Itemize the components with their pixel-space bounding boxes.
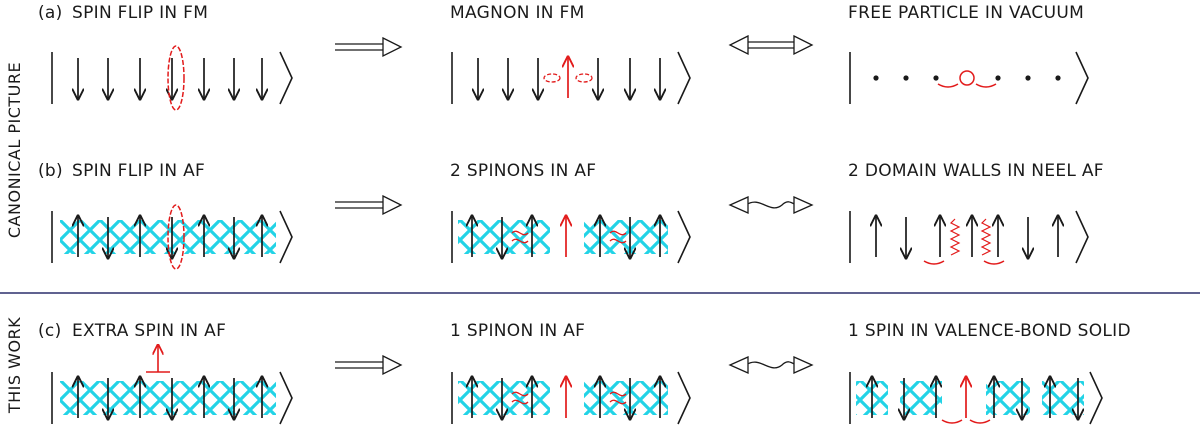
row-a-tag: (a)	[38, 3, 63, 23]
b-mid-bond-right	[584, 220, 668, 254]
row-b-middle-label: 2 SPINONS IN AF	[450, 161, 596, 181]
b-arrow-2-head-right	[793, 195, 814, 215]
row-c-middle-label: 1 SPINON IN AF	[450, 321, 585, 341]
a-mid-spread-right	[575, 73, 593, 83]
c-mid-spinon-right	[609, 391, 627, 405]
a-arrow-1-head	[382, 36, 403, 58]
c-right-ket-angle	[1089, 371, 1103, 425]
a-left-flip-loop	[167, 45, 185, 111]
a-right-dot-2	[933, 75, 939, 81]
b-arrow-2-shaft	[745, 201, 797, 209]
a-mid-spread-left	[543, 73, 561, 83]
a-right-dot-1	[903, 75, 909, 81]
b-mid-ket-angle	[677, 210, 691, 264]
b-arrow-2-head-left	[728, 195, 749, 215]
row-a-middle-label: MAGNON IN FM	[450, 3, 585, 23]
b-left-ket-angle	[279, 210, 293, 264]
c-right-bond-2	[986, 381, 1030, 415]
c-arrow-2-head-right	[793, 355, 814, 375]
c-mid-ket-angle	[677, 371, 691, 425]
side-label-canonical: CANONICAL PICTURE	[5, 62, 24, 238]
a-right-ket-angle	[1075, 51, 1089, 105]
a-right-particle	[959, 70, 975, 86]
c-arrow-2-head-left	[728, 355, 749, 375]
b-arrow-1-head	[382, 194, 403, 216]
c-right-trail-left	[941, 419, 963, 424]
c-left-ket-angle	[279, 371, 293, 425]
a-right-trail-left	[937, 83, 959, 88]
row-a-left-label: SPIN FLIP IN FM	[72, 3, 208, 23]
b-arrow-1-shaft	[335, 201, 387, 209]
a-mid-ket-angle	[677, 51, 691, 105]
row-a-right-label: FREE PARTICLE IN VACUUM	[848, 3, 1084, 23]
row-b-tag: (b)	[38, 161, 63, 181]
b-right-trail-right	[983, 260, 1005, 265]
row-b-left-label: SPIN FLIP IN AF	[72, 161, 205, 181]
row-c-left-label: EXTRA SPIN IN AF	[72, 321, 226, 341]
b-right-trail-left	[923, 260, 945, 265]
a-arrow-1-shaft	[335, 43, 387, 51]
row-c-right-label: 1 SPIN IN VALENCE-BOND SOLID	[848, 321, 1131, 341]
a-right-dot-0	[873, 75, 879, 81]
a-right-dot-3	[995, 75, 1001, 81]
c-arrow-1-shaft	[335, 361, 387, 369]
a-right-dot-4	[1025, 75, 1031, 81]
c-arrow-2-shaft	[745, 361, 797, 369]
c-right-trail-right	[969, 419, 991, 424]
b-mid-spinon-left	[511, 230, 529, 244]
diagram-art	[51, 34, 1103, 425]
a-right-dot-5	[1055, 75, 1061, 81]
b-right-ket-angle	[1075, 210, 1089, 264]
row-c-tag: (c)	[38, 321, 62, 341]
c-arrow-1-head	[382, 354, 403, 376]
b-left-flip-loop	[167, 204, 185, 270]
a-right-trail-right	[975, 83, 997, 88]
b-right-wall-right	[980, 218, 992, 256]
row-b-right-label: 2 DOMAIN WALLS IN NEEL AF	[848, 161, 1104, 181]
c-left-bond-lattice	[60, 381, 276, 415]
a-arrow-2-head-left	[728, 34, 749, 56]
c-mid-bond-right	[584, 381, 668, 415]
b-mid-spinon-right	[609, 230, 627, 244]
a-arrow-2-shaft	[746, 41, 796, 49]
c-mid-spinon-left	[511, 391, 529, 405]
a-left-ket-angle	[279, 51, 293, 105]
side-label-this-work: THIS WORK	[5, 317, 24, 414]
a-arrow-2-head-right	[793, 34, 814, 56]
b-right-wall-left	[949, 218, 961, 256]
